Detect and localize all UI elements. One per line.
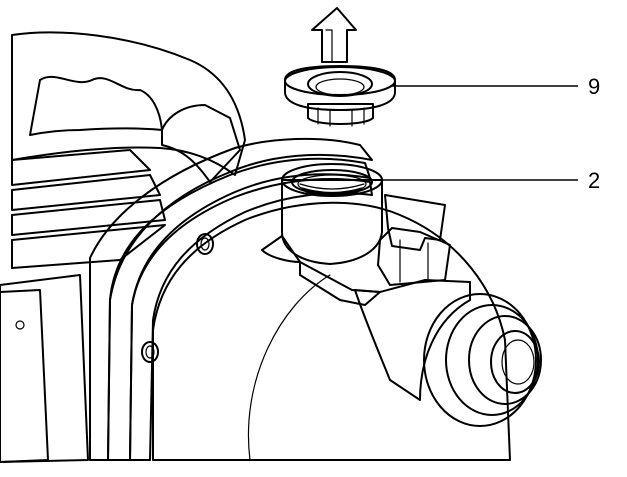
- callout-9: 9: [390, 74, 600, 99]
- filler-neck: [261, 163, 451, 306]
- up-arrow-icon: [311, 7, 357, 63]
- callout-2-label: 2: [588, 168, 600, 193]
- side-outlet: [354, 279, 542, 427]
- filler-cap: [284, 65, 396, 127]
- pump-chamber: [152, 201, 511, 461]
- bolt-upper: [196, 233, 214, 255]
- callout-9-label: 9: [588, 74, 600, 99]
- motor-housing: [0, 31, 246, 463]
- callout-2: 2: [378, 168, 600, 193]
